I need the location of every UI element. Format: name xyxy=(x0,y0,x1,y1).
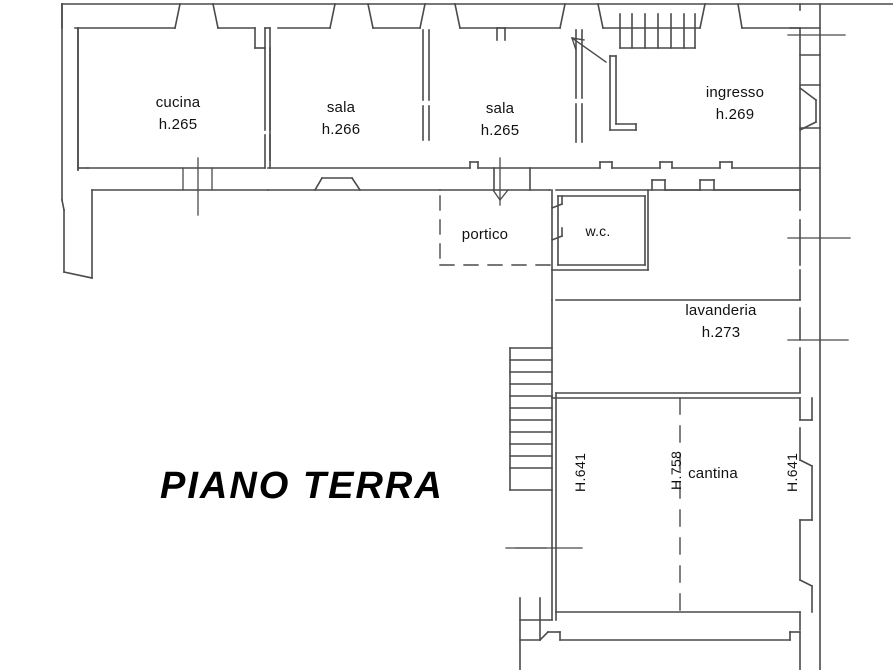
portico-dashed-boundary xyxy=(439,195,553,266)
stairs-cantina xyxy=(509,347,553,491)
right-exterior-wall xyxy=(789,3,821,670)
bottom-wall xyxy=(519,597,801,670)
partition-cucina-sala xyxy=(264,47,271,169)
ingresso-niche xyxy=(609,55,637,131)
left-exterior-wall xyxy=(61,3,93,279)
dimension-tick-left xyxy=(182,157,213,216)
mid-horizontal-wall xyxy=(267,161,801,191)
partition-sala-ingresso xyxy=(575,29,583,143)
stair-direction-arrow xyxy=(571,37,607,63)
door-opening-portico xyxy=(492,157,531,206)
room-cantina-walls xyxy=(551,392,814,631)
partition-sala-sala xyxy=(422,29,430,141)
door-swing-entry xyxy=(798,86,818,132)
top-exterior-wall xyxy=(61,3,893,161)
room-cucina-walls xyxy=(77,27,269,191)
door-swing-wc xyxy=(550,195,564,242)
window-tick-marks xyxy=(787,34,851,341)
room-wc-walls xyxy=(551,189,649,301)
room-lavanderia-walls xyxy=(551,179,801,399)
stairs-ingresso xyxy=(619,13,696,49)
door-swing-sala1 xyxy=(313,176,362,192)
